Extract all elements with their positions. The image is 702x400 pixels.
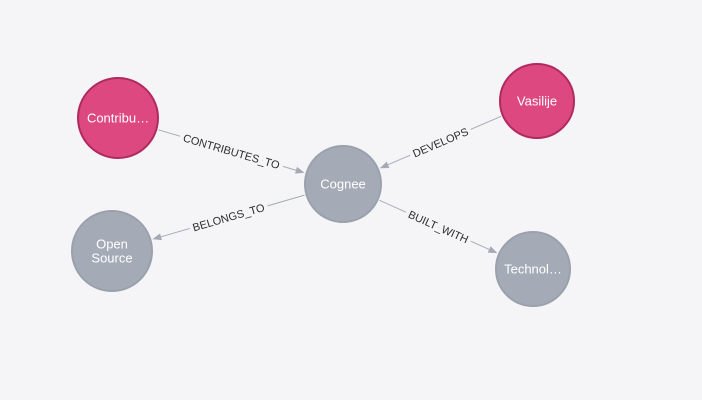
node-circle [499, 63, 575, 139]
edge-label[interactable]: BELONGS_TO [187, 198, 270, 238]
node-circle [304, 145, 382, 223]
graph-edge-contributes_to[interactable]: CONTRIBUTES_TO [158, 128, 305, 176]
edge-line [379, 199, 490, 250]
edge-line [387, 115, 502, 166]
edge-label[interactable]: DEVELOPS [407, 122, 474, 164]
edge-line [160, 194, 305, 238]
graph-node-technologies[interactable]: Technol… [495, 231, 571, 307]
graph-node-cognee[interactable]: Cognee [304, 145, 382, 223]
edge-arrowhead [294, 166, 305, 174]
graph-edge-belongs_to[interactable]: BELONGS_TO [152, 194, 305, 241]
graph-edge-built_with[interactable]: BUILT_WITH [379, 199, 498, 254]
node-circle [77, 77, 159, 159]
edge-arrowhead [487, 246, 498, 254]
edge-arrowhead [379, 161, 390, 169]
edge-arrowhead [152, 233, 162, 241]
graph-node-contributors[interactable]: Contribu… [77, 77, 159, 159]
edge-label[interactable]: BUILT_WITH [402, 205, 474, 250]
node-circle [495, 231, 571, 307]
graph-edge-develops[interactable]: DEVELOPS [379, 115, 502, 169]
graph-node-vasilije[interactable]: Vasilije [499, 63, 575, 139]
edge-label[interactable]: CONTRIBUTES_TO [177, 128, 285, 176]
node-circle [71, 210, 153, 292]
edge-line [158, 129, 297, 171]
